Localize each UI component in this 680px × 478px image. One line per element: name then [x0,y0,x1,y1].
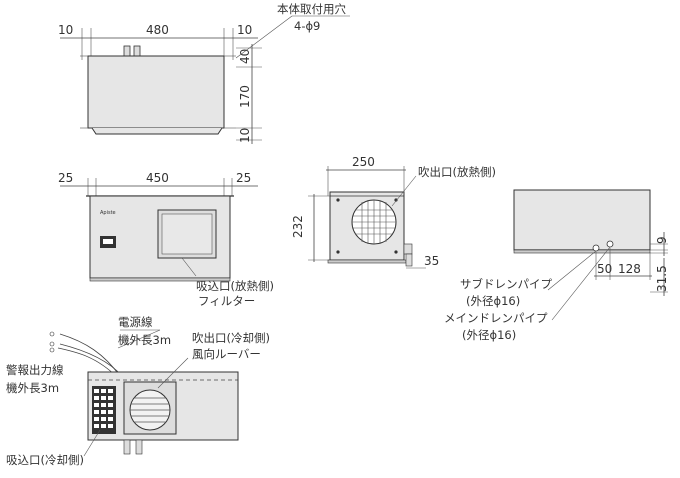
front-view: 25 450 25 Apiste 吸込口(放熱側) フィルター [58,171,274,308]
top-view-body [87,55,225,129]
front-logo: Apiste [100,210,116,216]
front-dim-left: 25 [58,171,73,185]
side-dim-height: 232 [291,215,305,238]
rear-dim-9: 9 [655,236,669,244]
main-drain-dia: (外径ϕ16) [462,328,516,342]
sub-drain-pipe [592,244,600,252]
rear-view: 9 50 128 31.5 サブドレンパイプ (外径ϕ16) メインドレンパイプ… [444,189,669,342]
front-filter-label: フィルター [198,294,255,308]
top-dim-right: 10 [237,23,252,37]
top-dim-left: 10 [58,23,73,37]
bottom-view: 電源線 機外長3m 警報出力線 機外長3m 吹出口(冷却側) 風向ルーバー 吸込… [6,315,270,467]
bottom-intake-label: 吸込口(冷却側) [6,453,84,467]
front-intake-label: 吸込口(放熱側) [196,279,274,293]
top-dim-side-bot: 10 [238,128,252,143]
alarm-cable-length: 機外長3m [6,381,59,395]
hole-title: 本体取付用穴 [277,2,346,16]
front-dim-width: 450 [146,171,169,185]
louver-label: 風向ルーバー [192,347,261,361]
main-drain-pipe [606,240,614,248]
side-outlet-label: 吹出口(放熱側) [418,165,496,179]
top-view: 10 480 10 40 170 10 本体取付用穴 4-ϕ9 [58,2,350,144]
side-dim-bottom: 35 [424,254,439,268]
hole-spec: 4-ϕ9 [294,19,320,33]
sub-drain-label: サブドレンパイプ [460,277,552,291]
top-dim-side-mid: 170 [238,85,252,108]
rear-dim-31-5: 31.5 [655,265,669,292]
bottom-outlet-label: 吹出口(冷却側) [192,331,270,345]
side-dim-width: 250 [352,155,375,169]
sub-drain-dia: (外径ϕ16) [466,294,520,308]
rear-dim-128: 128 [618,262,641,276]
main-drain-label: メインドレンパイプ [444,311,548,325]
power-cable-label: 電源線 [118,315,153,329]
front-dim-right: 25 [236,171,251,185]
rear-view-body [513,189,651,251]
top-dim-width: 480 [146,23,169,37]
side-view: 250 232 35 [291,155,496,269]
rear-dim-50: 50 [597,262,612,276]
top-dim-side-top: 40 [238,49,252,64]
alarm-cable-label: 警報出力線 [6,363,64,377]
power-cable-length: 機外長3m [118,333,171,347]
